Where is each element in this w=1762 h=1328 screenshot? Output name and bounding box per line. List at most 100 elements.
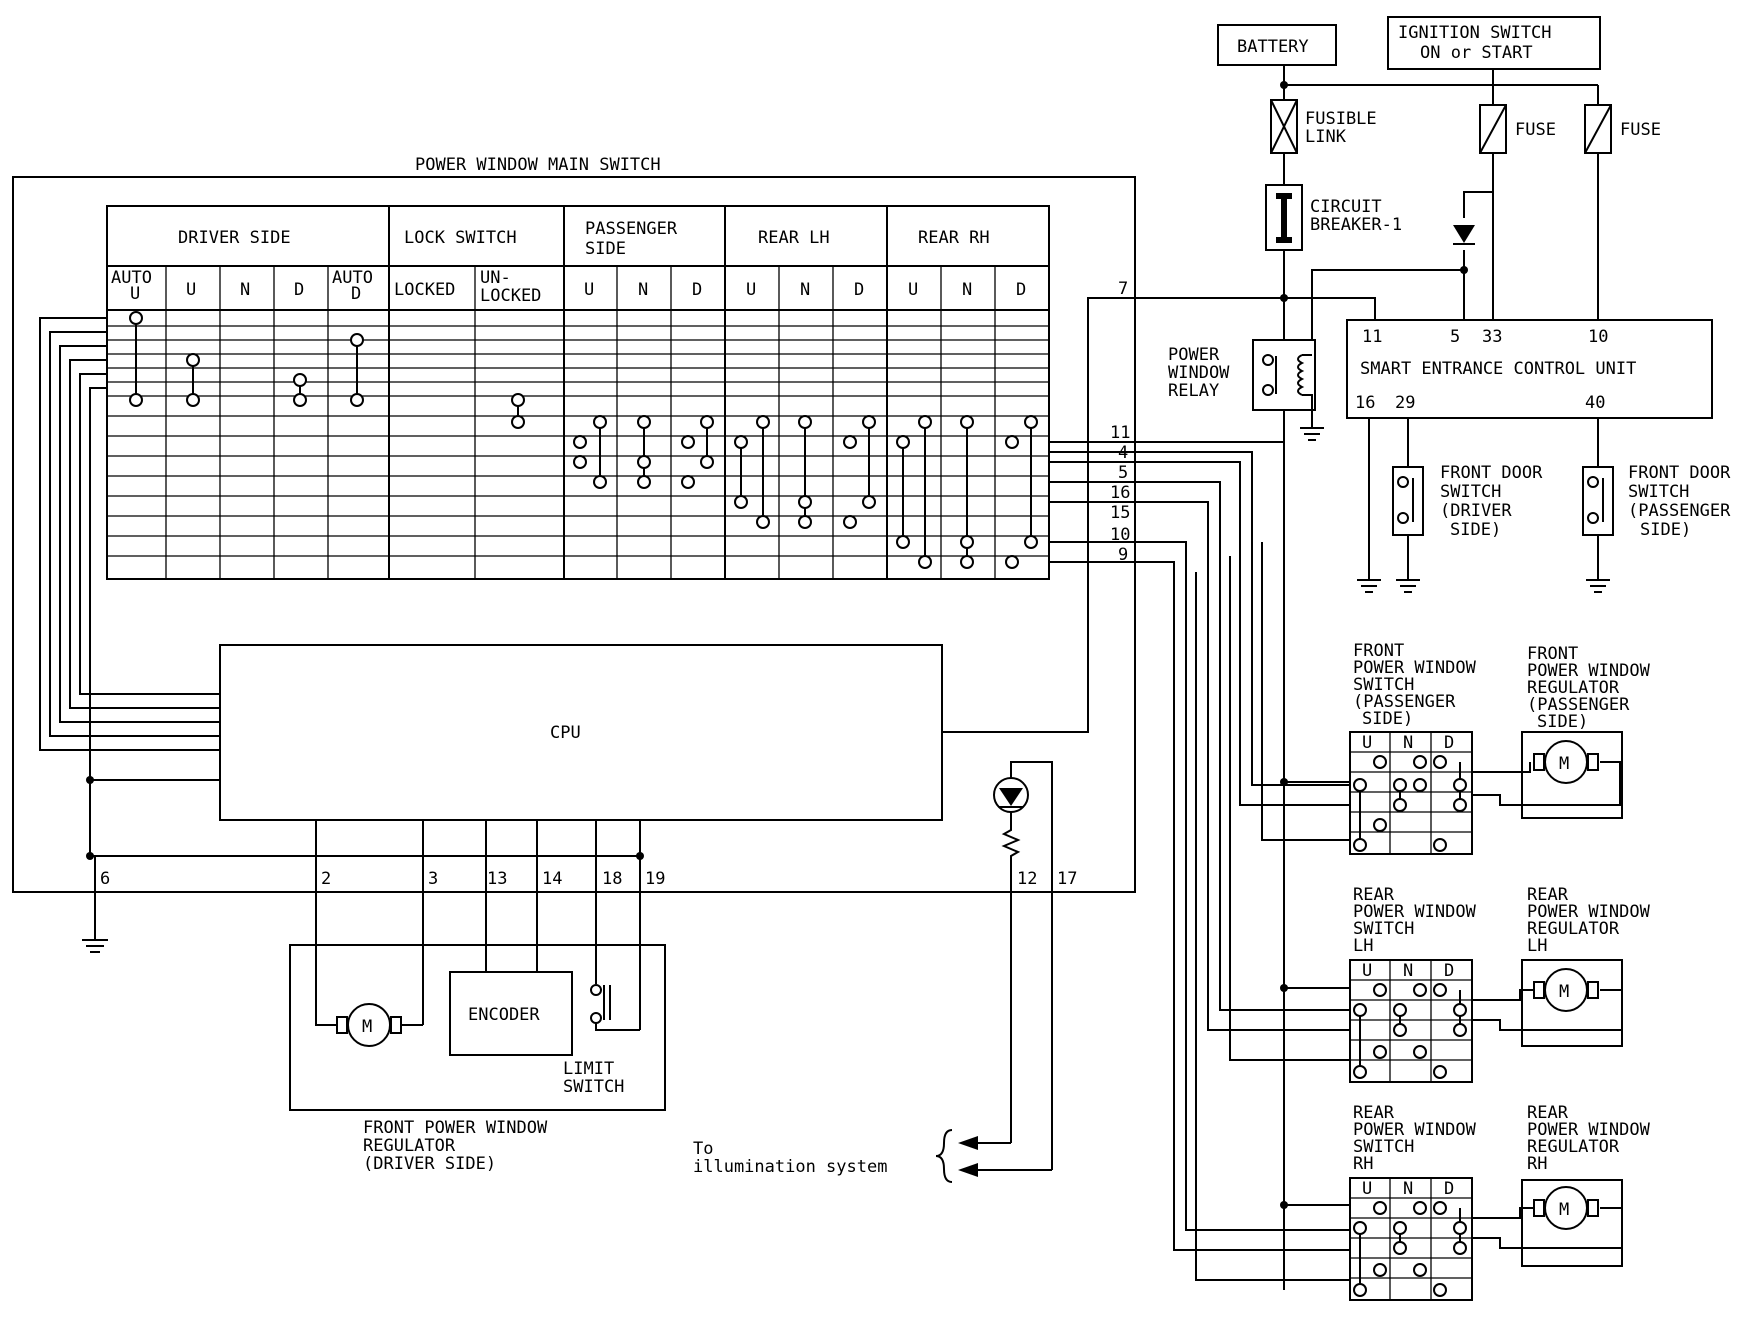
- front-passenger-motor-label: M: [1559, 754, 1569, 774]
- rsw-lh-label-4: LH: [1353, 936, 1373, 956]
- rsw-rh-col-d: D: [1444, 1179, 1454, 1199]
- terminal-19: 19: [645, 869, 665, 889]
- terminal-6: 6: [100, 869, 110, 889]
- rear-lh-switch: [1349, 959, 1473, 1083]
- limit-switch-label-1: LIMIT: [563, 1059, 614, 1079]
- front-passenger-regulator-box: [1521, 731, 1623, 819]
- header-rear-rh: REAR RH: [918, 228, 990, 248]
- rreg-lh-label-4: LH: [1527, 936, 1547, 956]
- power-window-relay-box: [1252, 339, 1316, 411]
- rsw-lh-label-3: SWITCH: [1353, 919, 1414, 939]
- illumination-arrows: [935, 1129, 1052, 1183]
- fuse-icon-2: [1584, 104, 1612, 154]
- rsw-lh-col-d: D: [1444, 961, 1454, 981]
- fusible-link-label-2: LINK: [1305, 127, 1347, 147]
- col-rlh-u: U: [746, 280, 756, 300]
- col-locked: LOCKED: [394, 280, 455, 300]
- secu-door-switch-wires: [1368, 418, 1599, 580]
- col-driver-u: U: [186, 280, 196, 300]
- terminal-5: 5: [1118, 463, 1128, 483]
- door-switch-driver-contacts: [1397, 476, 1414, 524]
- terminal-12: 12: [1017, 869, 1037, 889]
- ignition-label-2: ON or START: [1420, 43, 1533, 63]
- fsw-col-d: D: [1444, 733, 1454, 753]
- fsw-label-5: SIDE): [1362, 709, 1413, 729]
- fsw-label-4: (PASSENGER: [1353, 692, 1456, 712]
- relay-label-2: WINDOW: [1168, 363, 1230, 383]
- relay-contacts: [1262, 354, 1313, 428]
- fds-driver-label-3: (DRIVER: [1440, 501, 1512, 521]
- relay-label-3: RELAY: [1168, 381, 1219, 401]
- fsw-label-2: POWER WINDOW: [1353, 658, 1477, 678]
- rreg-rh-label-4: RH: [1527, 1154, 1547, 1174]
- fds-driver-label-4: SIDE): [1450, 520, 1501, 540]
- main-switch-enclosure: [12, 176, 1136, 893]
- front-regulator-label-3: (DRIVER SIDE): [363, 1154, 496, 1174]
- col-unlocked-2: LOCKED: [480, 286, 541, 306]
- secu-terminal-40: 40: [1585, 393, 1605, 413]
- header-passenger-side-2: SIDE: [585, 239, 626, 259]
- rsw-rh-col-u: U: [1362, 1179, 1372, 1199]
- switch-contacts: [129, 311, 1038, 569]
- terminal-3: 3: [428, 869, 438, 889]
- rsw-lh-col-u: U: [1362, 961, 1372, 981]
- terminal-15: 15: [1110, 503, 1130, 523]
- freg-label-4: (PASSENGER: [1527, 695, 1630, 715]
- secu-terminal-5: 5: [1450, 327, 1460, 347]
- fusible-link-label-1: FUSIBLE: [1305, 109, 1377, 129]
- terminal-14: 14: [542, 869, 562, 889]
- main-to-sub-switch-wires: [1049, 441, 1360, 1281]
- ground-symbol-main: [82, 939, 108, 953]
- col-rlh-d: D: [854, 280, 864, 300]
- limit-switch-icon: [590, 975, 640, 1031]
- cpu-label: CPU: [550, 723, 581, 743]
- secu-label: SMART ENTRANCE CONTROL UNIT: [1360, 359, 1636, 379]
- rsw-lh-col-n: N: [1403, 961, 1413, 981]
- rreg-rh-label-1: REAR: [1527, 1103, 1569, 1123]
- rear-rh-regulator-box: [1521, 1179, 1623, 1267]
- rsw-rh-label-1: REAR: [1353, 1103, 1395, 1123]
- terminal-10: 10: [1110, 525, 1130, 545]
- col-rrh-u: U: [908, 280, 918, 300]
- front-regulator-label-2: REGULATOR: [363, 1136, 456, 1156]
- rreg-rh-label-3: REGULATOR: [1527, 1137, 1620, 1157]
- secu-terminal-29: 29: [1395, 393, 1415, 413]
- fds-driver-label-2: SWITCH: [1440, 482, 1501, 502]
- circuit-breaker-label-1: CIRCUIT: [1310, 197, 1382, 217]
- driver-motor-icon: [315, 1000, 423, 1047]
- terminal-17: 17: [1057, 869, 1077, 889]
- rreg-lh-label-2: POWER WINDOW: [1527, 902, 1651, 922]
- front-door-switch-passenger: [1582, 466, 1614, 536]
- limit-switch-label-2: SWITCH: [563, 1077, 624, 1097]
- col-auto-d: AUTO: [332, 268, 373, 288]
- freg-label-1: FRONT: [1527, 644, 1578, 664]
- secu-terminal-16: 16: [1355, 393, 1375, 413]
- col-driver-d: D: [294, 280, 304, 300]
- secu-terminal-11: 11: [1362, 327, 1382, 347]
- col-auto-u-sub: U: [130, 284, 140, 304]
- rear-lh-motor-label: M: [1559, 982, 1569, 1002]
- ignition-label-1: IGNITION SWITCH: [1398, 23, 1552, 43]
- fds-pass-label-3: (PASSENGER: [1628, 501, 1731, 521]
- fds-pass-label-4: SIDE): [1640, 520, 1691, 540]
- ground-symbols-secu: [1357, 579, 1610, 593]
- secu-terminal-10: 10: [1588, 327, 1608, 347]
- rsw-rh-label-2: POWER WINDOW: [1353, 1120, 1477, 1140]
- freg-label-3: REGULATOR: [1527, 678, 1620, 698]
- rear-lh-motor-icon: [1533, 968, 1599, 1012]
- col-rrh-n: N: [962, 280, 972, 300]
- door-switch-passenger-contacts: [1587, 476, 1604, 524]
- rsw-rh-col-n: N: [1403, 1179, 1413, 1199]
- col-driver-n: N: [240, 280, 250, 300]
- rear-lh-switch-to-motor-wires: [1472, 989, 1623, 1031]
- terminal-11: 11: [1110, 423, 1130, 443]
- header-passenger-side: PASSENGER: [585, 219, 678, 239]
- terminal-16: 16: [1110, 483, 1130, 503]
- rsw-rh-label-4: RH: [1353, 1154, 1373, 1174]
- col-pass-d: D: [692, 280, 702, 300]
- front-door-switch-driver: [1392, 466, 1424, 536]
- rear-rh-motor-icon: [1533, 1186, 1599, 1230]
- terminal-18: 18: [602, 869, 622, 889]
- freg-label-2: POWER WINDOW: [1527, 661, 1651, 681]
- illumination-label-2: illumination system: [693, 1157, 887, 1177]
